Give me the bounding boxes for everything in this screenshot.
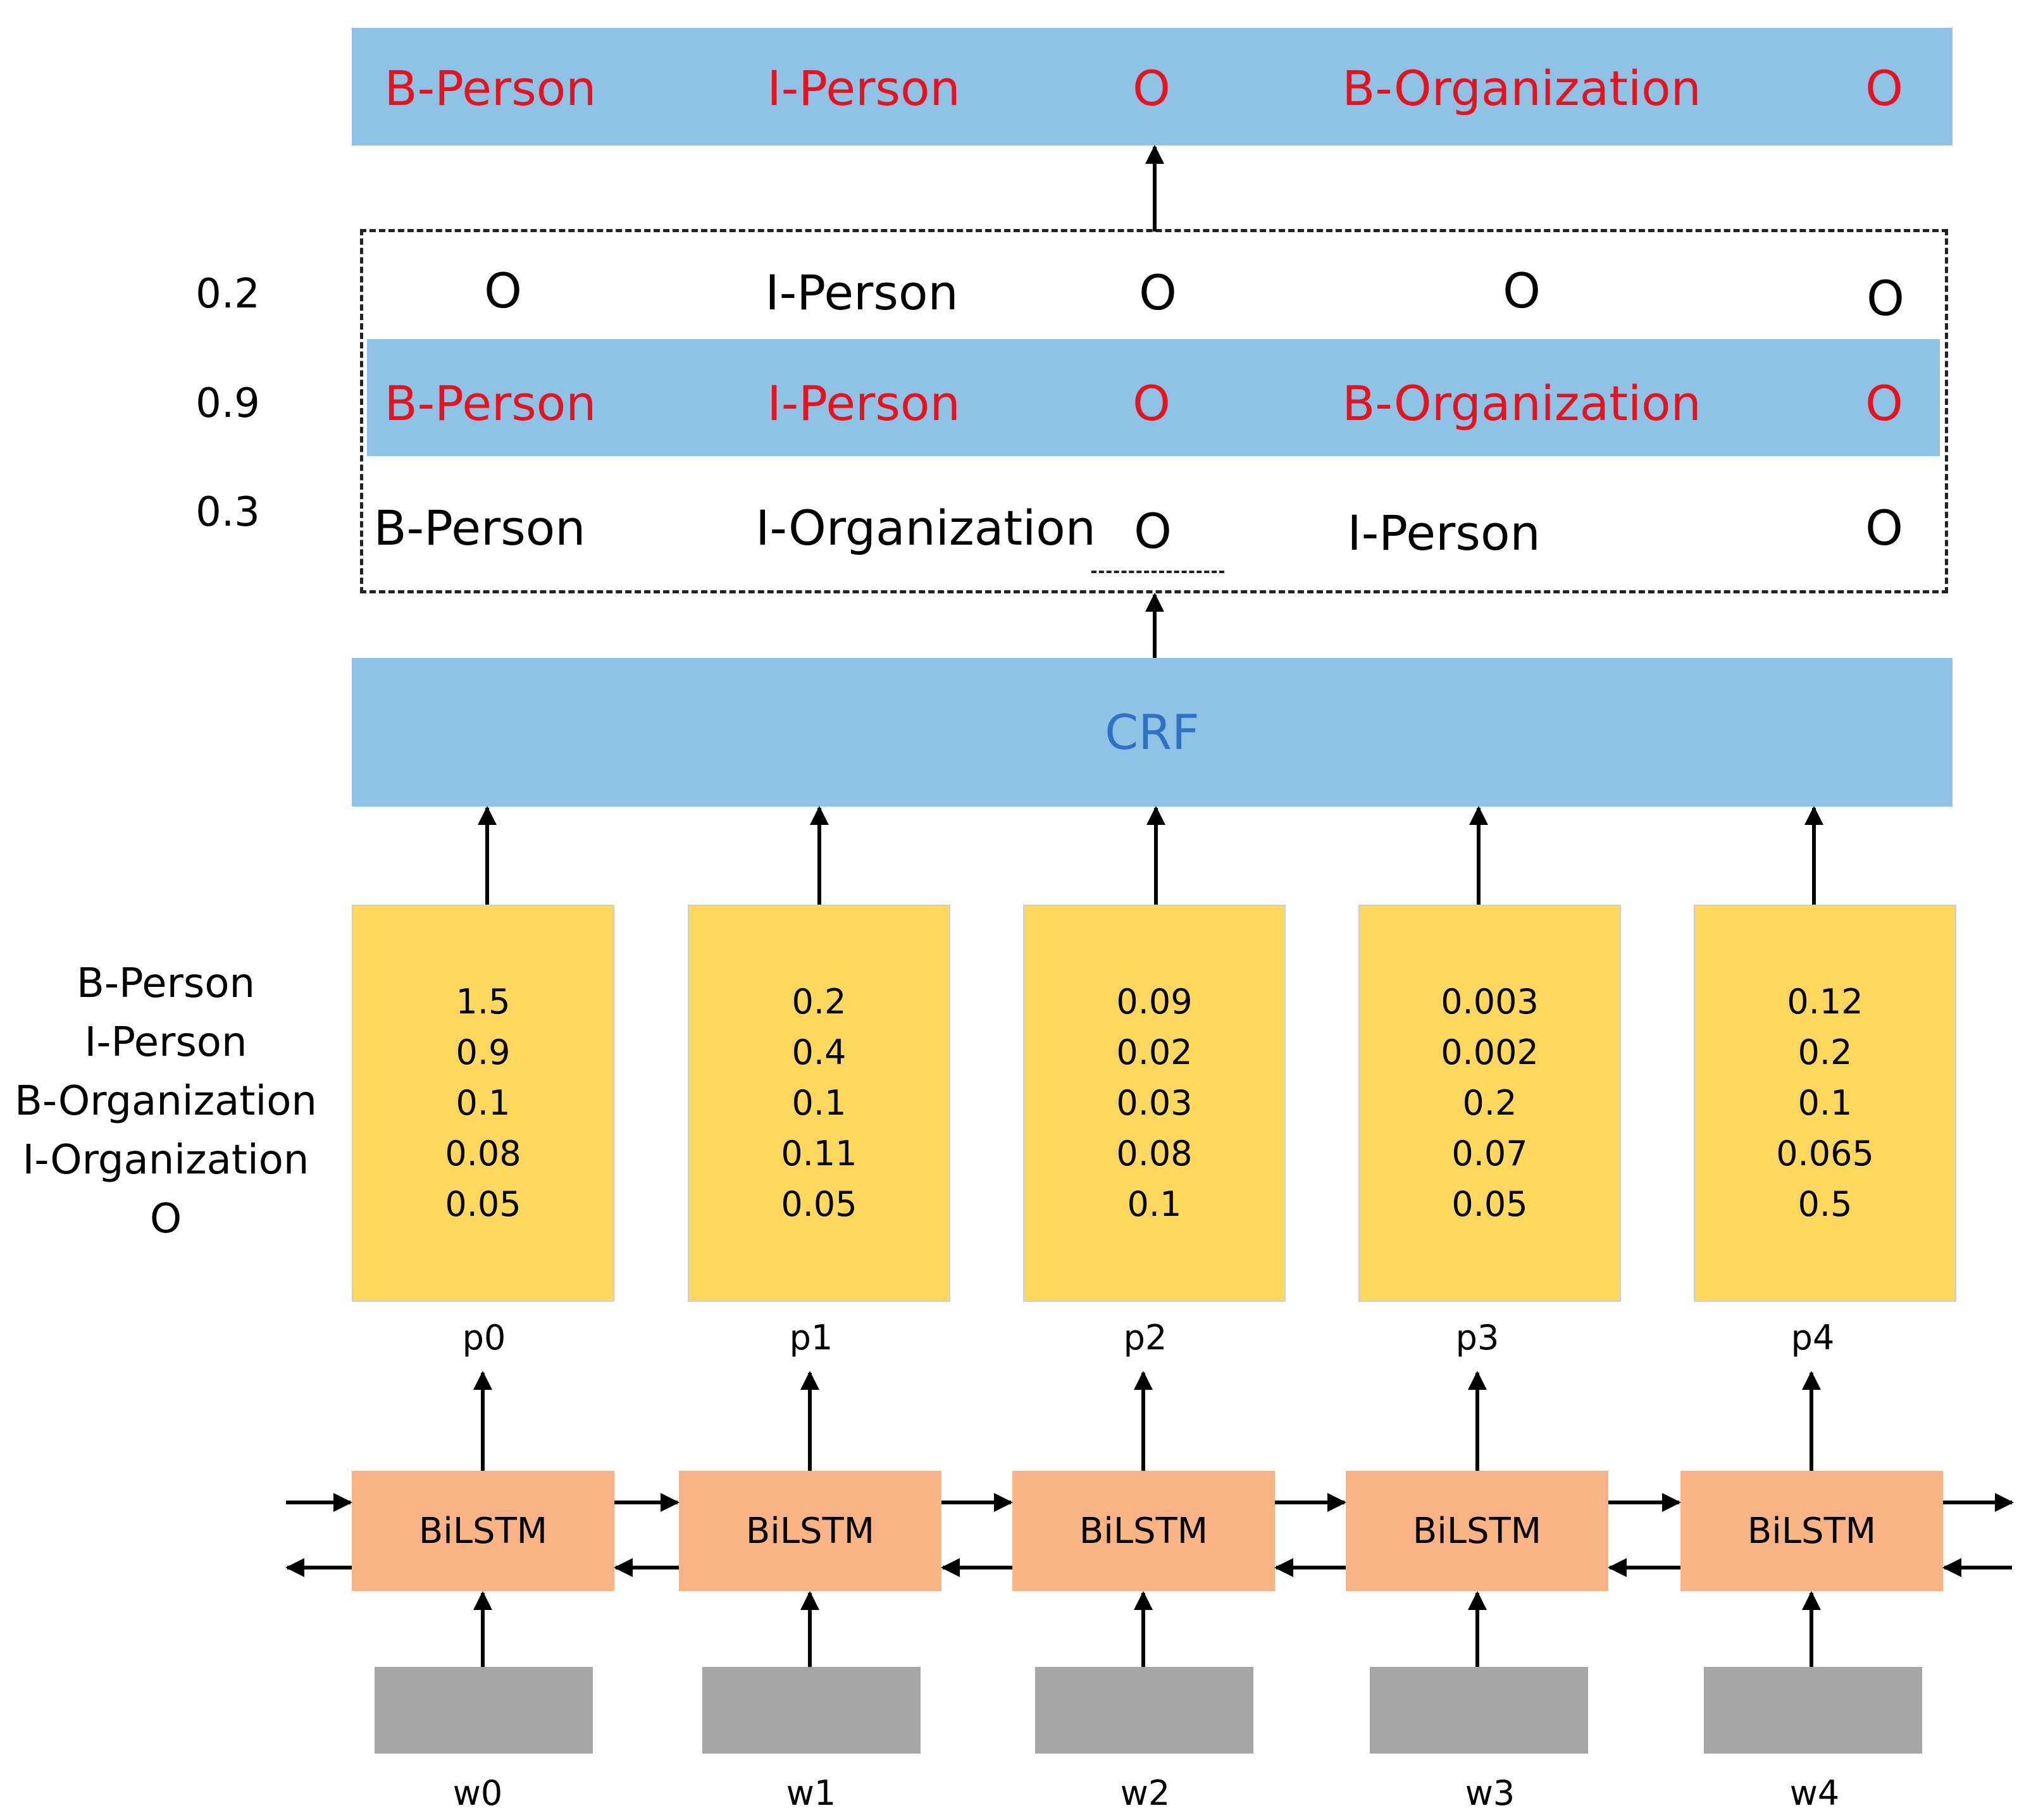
word-embedding-box bbox=[702, 1667, 921, 1754]
emission-value: 0.02 bbox=[1116, 1032, 1193, 1072]
path-tag: I-Person bbox=[765, 264, 959, 321]
best-path-tag: O bbox=[1133, 375, 1170, 431]
bilstm-label: BiLSTM bbox=[745, 1510, 875, 1552]
output-tag: B-Organization bbox=[1342, 60, 1701, 116]
crf-label: CRF bbox=[1105, 704, 1200, 760]
word-embedding-box bbox=[375, 1667, 593, 1754]
emission-value: 0.11 bbox=[781, 1134, 857, 1173]
emission-value: 0.2 bbox=[1797, 1032, 1853, 1072]
best-path-tag: I-Person bbox=[767, 375, 960, 431]
bilstm-label: BiLSTM bbox=[1079, 1510, 1208, 1552]
emission-box-p0: 1.5 0.9 0.1 0.08 0.05 bbox=[352, 905, 614, 1302]
emission-value: 0.003 bbox=[1441, 982, 1539, 1022]
emission-value: 0.9 bbox=[456, 1032, 511, 1072]
output-tag: B-Person bbox=[384, 60, 597, 116]
output-tag: O bbox=[1865, 60, 1903, 116]
word-label: w2 bbox=[1120, 1773, 1170, 1813]
tag-legend-item: I-Organization bbox=[22, 1137, 309, 1184]
path-tag: I-Person bbox=[1347, 505, 1541, 561]
emission-value: 0.5 bbox=[1797, 1184, 1853, 1224]
emission-value: 0.05 bbox=[1451, 1184, 1528, 1224]
emission-value: 0.12 bbox=[1787, 982, 1863, 1022]
emission-value: 0.002 bbox=[1441, 1032, 1539, 1072]
emission-label: p0 bbox=[462, 1318, 506, 1358]
emission-value: 0.1 bbox=[456, 1083, 511, 1123]
best-path-tag: B-Person bbox=[384, 375, 597, 431]
word-label: w0 bbox=[452, 1773, 503, 1813]
best-path-tag: O bbox=[1865, 375, 1903, 431]
emission-value: 0.09 bbox=[1116, 982, 1193, 1022]
output-tag: O bbox=[1133, 60, 1170, 116]
crf-layer: CRF bbox=[352, 658, 1953, 807]
word-label: w3 bbox=[1465, 1773, 1515, 1813]
emission-value: 1.5 bbox=[456, 982, 511, 1022]
emission-label: p1 bbox=[789, 1318, 833, 1358]
bilstm-cell: BiLSTM bbox=[1012, 1471, 1275, 1591]
best-path-tag: B-Organization bbox=[1342, 375, 1701, 431]
emission-value: 0.1 bbox=[1797, 1083, 1853, 1123]
bilstm-label: BiLSTM bbox=[418, 1510, 548, 1552]
word-embedding-box bbox=[1370, 1667, 1588, 1754]
path-tag: B-Person bbox=[373, 500, 586, 556]
tag-legend-item: B-Organization bbox=[15, 1078, 317, 1125]
emission-box-p3: 0.003 0.002 0.2 0.07 0.05 bbox=[1358, 905, 1621, 1302]
emission-value: 0.4 bbox=[792, 1032, 847, 1072]
tag-legend-item: I-Person bbox=[84, 1019, 247, 1066]
path-score: 0.3 bbox=[196, 489, 260, 536]
emission-label: p3 bbox=[1455, 1318, 1499, 1358]
emission-value: 0.05 bbox=[445, 1184, 521, 1224]
dashed-underline bbox=[1091, 571, 1224, 573]
word-label: w1 bbox=[786, 1773, 836, 1813]
emission-value: 0.08 bbox=[445, 1134, 521, 1173]
output-tag: I-Person bbox=[767, 60, 960, 116]
bilstm-label: BiLSTM bbox=[1747, 1510, 1877, 1552]
emission-value: 0.07 bbox=[1451, 1134, 1528, 1173]
path-tag: O bbox=[1503, 263, 1541, 319]
bilstm-cell: BiLSTM bbox=[1346, 1471, 1608, 1591]
path-tag: O bbox=[1866, 270, 1904, 326]
emission-label: p4 bbox=[1791, 1318, 1835, 1358]
path-tag: O bbox=[1139, 264, 1177, 321]
word-embedding-box bbox=[1035, 1667, 1253, 1754]
emission-box-p2: 0.09 0.02 0.03 0.08 0.1 bbox=[1023, 905, 1286, 1302]
word-embedding-box bbox=[1704, 1667, 1922, 1754]
emission-value: 0.065 bbox=[1776, 1134, 1874, 1173]
path-tag: O bbox=[1134, 503, 1172, 559]
output-tag-bar bbox=[352, 28, 1953, 145]
emission-value: 0.03 bbox=[1116, 1083, 1193, 1123]
path-tag: O bbox=[1865, 500, 1903, 556]
emission-value: 0.2 bbox=[1462, 1083, 1517, 1123]
path-tag: I-Organization bbox=[755, 500, 1096, 556]
path-score-best: 0.9 bbox=[196, 380, 260, 427]
path-score: 0.2 bbox=[196, 271, 260, 318]
best-path-highlight bbox=[367, 339, 1940, 456]
emission-value: 0.05 bbox=[781, 1184, 857, 1224]
emission-value: 0.2 bbox=[792, 982, 847, 1022]
bilstm-label: BiLSTM bbox=[1412, 1510, 1542, 1552]
emission-box-p4: 0.12 0.2 0.1 0.065 0.5 bbox=[1694, 905, 1956, 1302]
word-label: w4 bbox=[1789, 1773, 1840, 1813]
emission-value: 0.1 bbox=[792, 1083, 847, 1123]
emission-label: p2 bbox=[1123, 1318, 1167, 1358]
emission-value: 0.1 bbox=[1127, 1184, 1182, 1224]
bilstm-cell: BiLSTM bbox=[1680, 1471, 1943, 1591]
tag-legend-item: O bbox=[149, 1196, 182, 1242]
bilstm-cell: BiLSTM bbox=[352, 1471, 614, 1591]
emission-value: 0.08 bbox=[1116, 1134, 1193, 1173]
emission-box-p1: 0.2 0.4 0.1 0.11 0.05 bbox=[688, 905, 950, 1302]
path-tag: O bbox=[484, 263, 522, 319]
bilstm-cell: BiLSTM bbox=[679, 1471, 941, 1591]
tag-legend-item: B-Person bbox=[76, 960, 256, 1007]
